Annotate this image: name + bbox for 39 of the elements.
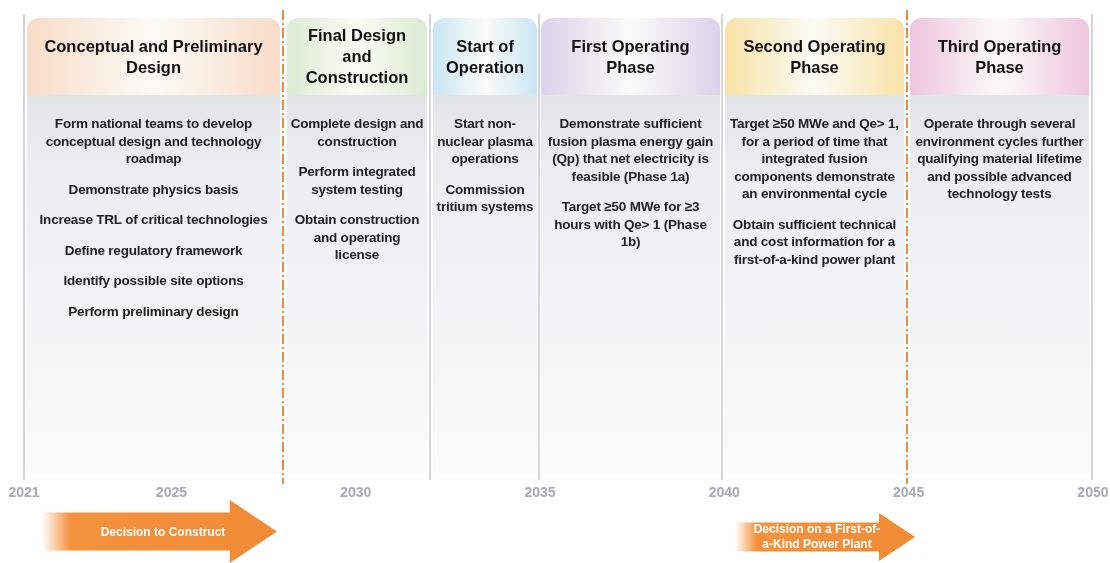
phase-column (910, 18, 1089, 473)
decision-arrow (735, 513, 915, 561)
year-label: 2030 (340, 484, 372, 500)
milestone-text: Form national teams to develop conceptual design and technology roadmap (44, 115, 263, 168)
year-label: 2035 (524, 484, 556, 500)
decision-arrow (42, 500, 277, 563)
phase-heading: Final Design and Construction (287, 18, 427, 95)
milestone-text: Commission tritium systems (435, 180, 535, 216)
milestone-text: Define regulatory framework (64, 241, 243, 259)
phase-column (725, 18, 904, 473)
year-label: 2021 (8, 484, 40, 500)
milestone-text: Perform integrated system testing (297, 163, 417, 198)
milestone-text: Increase TRL of critical technologies (39, 211, 268, 229)
milestone-text: Complete design and construction (289, 115, 425, 150)
milestone-text: Start non-nuclear plasma operations (436, 115, 534, 168)
phase-heading: Second Operating Phase (725, 18, 904, 95)
year-label: 2050 (1077, 484, 1109, 500)
milestone-text: Obtain construction and operating license (293, 211, 421, 264)
milestone-text: Demonstrate physics basis (68, 180, 239, 198)
phase-column (287, 18, 427, 473)
milestone-text: Perform preliminary design (68, 302, 239, 320)
phase-heading: Conceptual and Preliminary Design (27, 18, 280, 95)
year-label: 2040 (708, 484, 740, 500)
phase-column (433, 18, 537, 473)
milestone-text: Identify possible site options (63, 272, 244, 290)
phase-heading: Third Operating Phase (910, 18, 1089, 95)
milestone-text: Operate through several environment cycles further qualifying material lifetime and possible advanced technology tests (914, 115, 1085, 203)
milestone-text: Target ≥50 MWe for ≥3 hours with Qe> 1 (Phase 1b) (553, 198, 708, 251)
phase-heading: Start of Operation (433, 18, 537, 95)
milestone-text: Demonstrate sufficient fusion plasma energy gain (Qp) that net electricity is feasible (Phase 1a) (546, 115, 715, 185)
year-label: 2025 (155, 484, 187, 500)
milestone-text: Obtain sufficient technical and cost information for a first-of-a-kind power plant (731, 215, 898, 268)
arrow-label: Decision to Construct (99, 524, 227, 539)
year-label: 2045 (893, 484, 925, 500)
phase-heading: First Operating Phase (541, 18, 720, 95)
milestone-text: Target ≥50 MWe and Qe> 1, for a period of time that integrated fusion components demonstrate an environmental cycle (729, 115, 900, 203)
phase-column (27, 18, 280, 473)
arrow-label: Decision on a First-of-a-Kind Power Plant (752, 522, 882, 552)
phase-column (541, 18, 720, 473)
